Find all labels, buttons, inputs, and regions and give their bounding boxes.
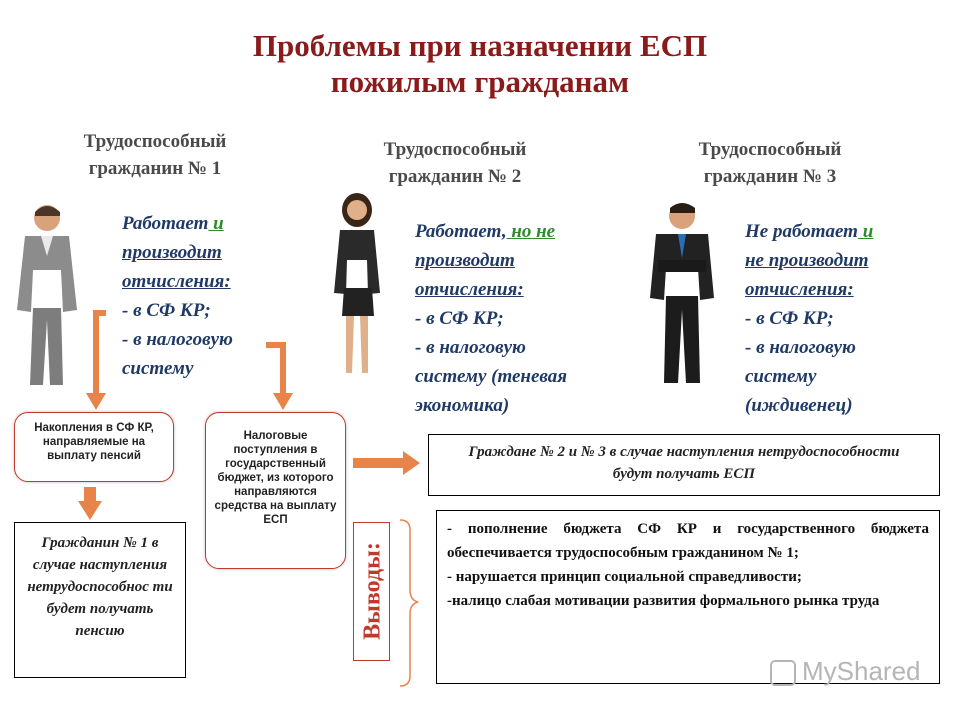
- citizen-1-result-box: Гражданин № 1 в случае наступления нетру…: [14, 522, 186, 678]
- citizen-2-description: Работает, но не производит отчисления: -…: [415, 221, 568, 416]
- title-line-1: Проблемы при назначении ЕСП: [252, 28, 708, 63]
- arrow-head-tax: [273, 393, 293, 410]
- arrow-head-savings: [86, 393, 106, 410]
- citizen-3-description: Не работает и не производит отчисления: …: [745, 221, 874, 416]
- conclusions-brace: [399, 519, 419, 687]
- arrow-to-esp-shaft: [353, 458, 403, 468]
- conclusions-label: Выводы:: [359, 542, 386, 640]
- arrow-savings-to-result-shaft: [84, 487, 96, 501]
- watermark-logo-icon: [770, 660, 796, 687]
- citizen-3-heading: Трудоспособный гражданин № 3: [698, 139, 842, 187]
- tax-revenue-box: Налоговые поступления в государственный …: [205, 412, 346, 569]
- highlight-word: и: [857, 221, 874, 242]
- page-title: Проблемы при назначении ЕСП пожилым граж…: [0, 28, 960, 100]
- citizen-2-heading: Трудоспособный гражданин № 2: [383, 139, 527, 187]
- conclusions-label-box: Выводы:: [353, 522, 390, 661]
- savings-box: Накопления в СФ КР, направляемые на выпл…: [14, 412, 174, 482]
- conclusions-box: - пополнение бюджета СФ КР и государстве…: [436, 510, 940, 684]
- woman-figure: [334, 193, 380, 373]
- conclusion-item: - нарушается принцип социальной справедл…: [447, 569, 802, 585]
- citizen-1-description: Работает и производит отчисления: - в СФ…: [122, 209, 282, 383]
- highlight-word: но не: [506, 221, 556, 242]
- citizen-1-line-1: Работает и: [122, 213, 224, 234]
- highlight-word: и: [208, 213, 224, 234]
- conclusion-item: -налицо слабая мотивации развития формал…: [447, 593, 880, 609]
- citizen-1-heading: Трудоспособный гражданин № 1: [83, 131, 227, 179]
- man-1-figure: [17, 205, 77, 385]
- arrow-citizen1-to-savings: [93, 310, 106, 395]
- man-3-figure: [650, 203, 714, 383]
- conclusion-item: - пополнение бюджета СФ КР и государстве…: [447, 521, 929, 561]
- citizens-2-3-result-box: Граждане № 2 и № 3 в случае наступления …: [428, 434, 940, 496]
- title-line-2: пожилым гражданам: [330, 64, 630, 99]
- arrow-citizen1-to-tax: [266, 342, 286, 395]
- arrow-head-result: [78, 501, 102, 520]
- arrow-head-esp: [403, 451, 420, 475]
- watermark: MyShared: [770, 656, 921, 687]
